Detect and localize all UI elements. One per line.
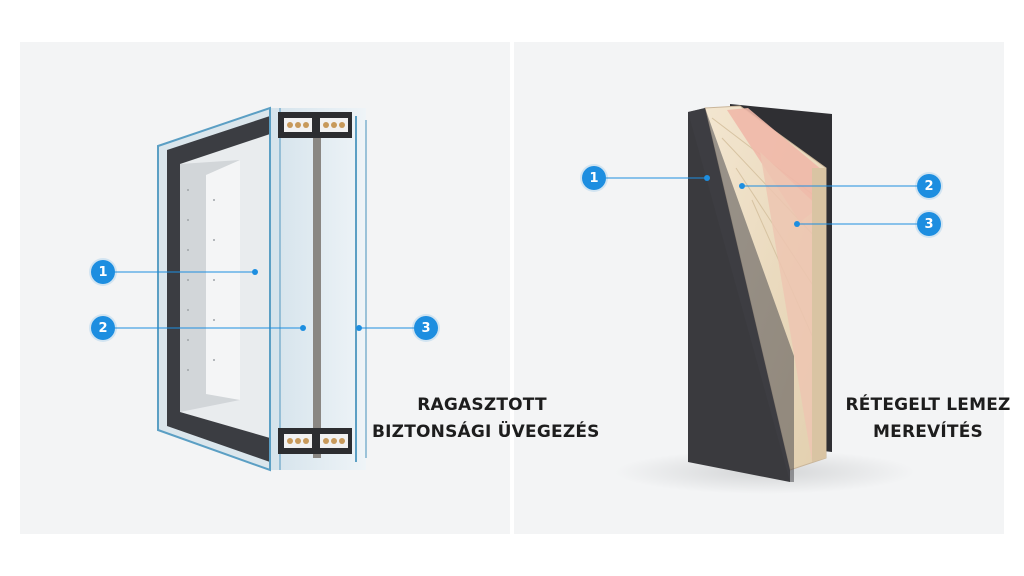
plywood-section-illustration <box>606 104 917 494</box>
caption-right-line1: RÉTEGELT LEMEZ <box>845 395 1011 415</box>
marker-left-3: 3 <box>414 316 438 340</box>
edge-strip <box>812 168 826 462</box>
marker-left-1: 1 <box>91 260 115 284</box>
glazing-unit-illustration <box>113 106 414 472</box>
caption-laminated-safety-glazing: RAGASZTOTT BIZTONSÁGI ÜVEGEZÉS <box>372 392 600 446</box>
spacer-bar <box>313 132 321 458</box>
spacer-top <box>278 112 352 138</box>
marker-left-2: 2 <box>91 316 115 340</box>
marker-right-3: 3 <box>917 212 941 236</box>
marker-right-2: 2 <box>917 174 941 198</box>
spacer-bottom <box>278 428 352 454</box>
inner-wall-dots <box>187 189 215 371</box>
marker-right-1: 1 <box>582 166 606 190</box>
caption-left-line1: RAGASZTOTT <box>417 395 547 415</box>
caption-left-line2: BIZTONSÁGI ÜVEGEZÉS <box>372 422 600 442</box>
frame-inner-back <box>206 160 240 400</box>
caption-plywood-reinforcement: RÉTEGELT LEMEZ MEREVÍTÉS <box>838 392 1018 446</box>
caption-right-line2: MEREVÍTÉS <box>873 422 983 442</box>
